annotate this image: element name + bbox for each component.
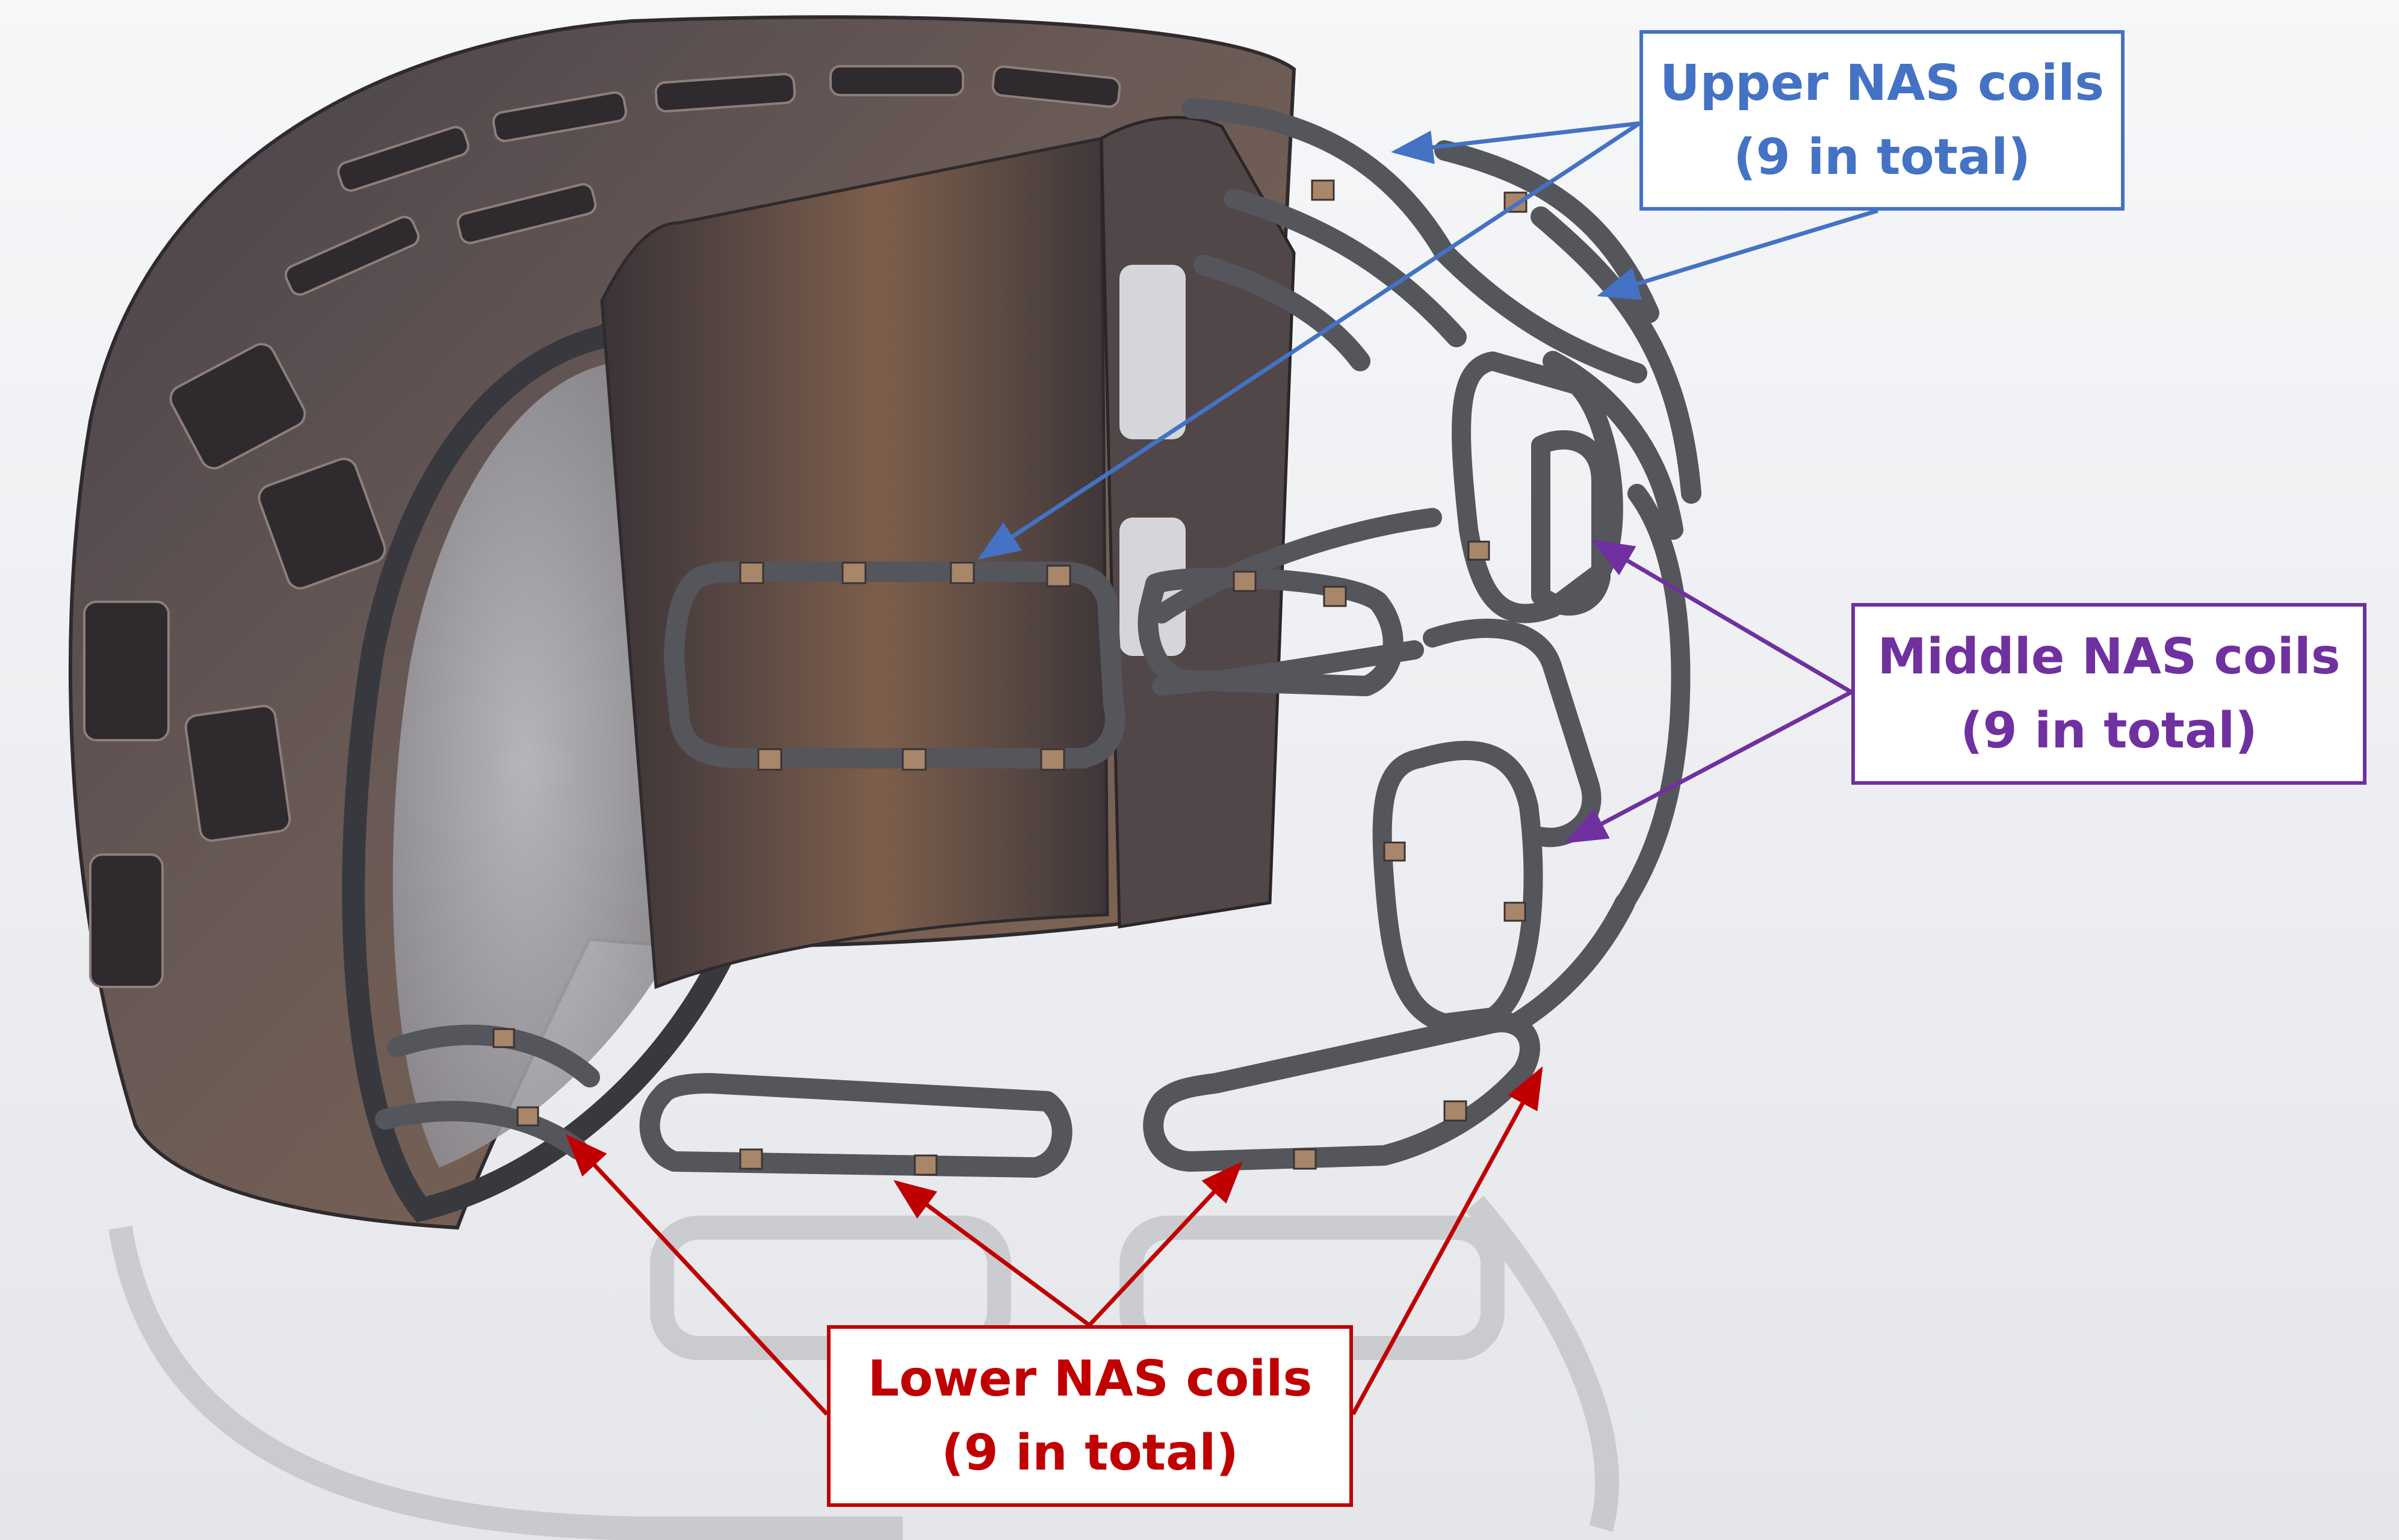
middle-nas-coils-callout: Middle NAS coils (9 in total) — [1851, 603, 2366, 785]
vessel-rib-ports — [83, 65, 1121, 988]
upper-arrow-3 — [977, 122, 1641, 560]
lower-arrow-4 — [1351, 1066, 1543, 1415]
vessel-cavity — [392, 362, 686, 1167]
middle-callout-title: Middle NAS coils — [1877, 628, 2341, 685]
upper-callout-count: (9 in total) — [1733, 129, 2031, 186]
middle-callout-arrows — [1564, 539, 1853, 844]
coil-clamp-pads — [492, 179, 1528, 1176]
middle-arrow-2 — [1564, 690, 1853, 844]
lower-arrow-1 — [566, 1134, 829, 1416]
lower-arrow-2 — [893, 1180, 1091, 1327]
upper-arrow-1 — [1391, 121, 1640, 164]
lower-callout-count: (9 in total) — [941, 1424, 1239, 1482]
middle-arrow-1 — [1591, 539, 1853, 694]
upper-nas-coils-callout: Upper NAS coils (9 in total) — [1639, 30, 2125, 211]
upper-callout-title: Upper NAS coils — [1659, 55, 2105, 112]
lower-nas-coils-callout: Lower NAS coils (9 in total) — [827, 1325, 1353, 1507]
lower-arrow-3 — [1088, 1161, 1243, 1327]
lower-callout-title: Lower NAS coils — [867, 1350, 1313, 1408]
upper-arrow-2 — [1597, 208, 1879, 300]
middle-callout-count: (9 in total) — [1960, 702, 2258, 759]
lower-callout-arrows — [566, 1066, 1543, 1416]
upper-callout-arrows — [977, 121, 1879, 560]
